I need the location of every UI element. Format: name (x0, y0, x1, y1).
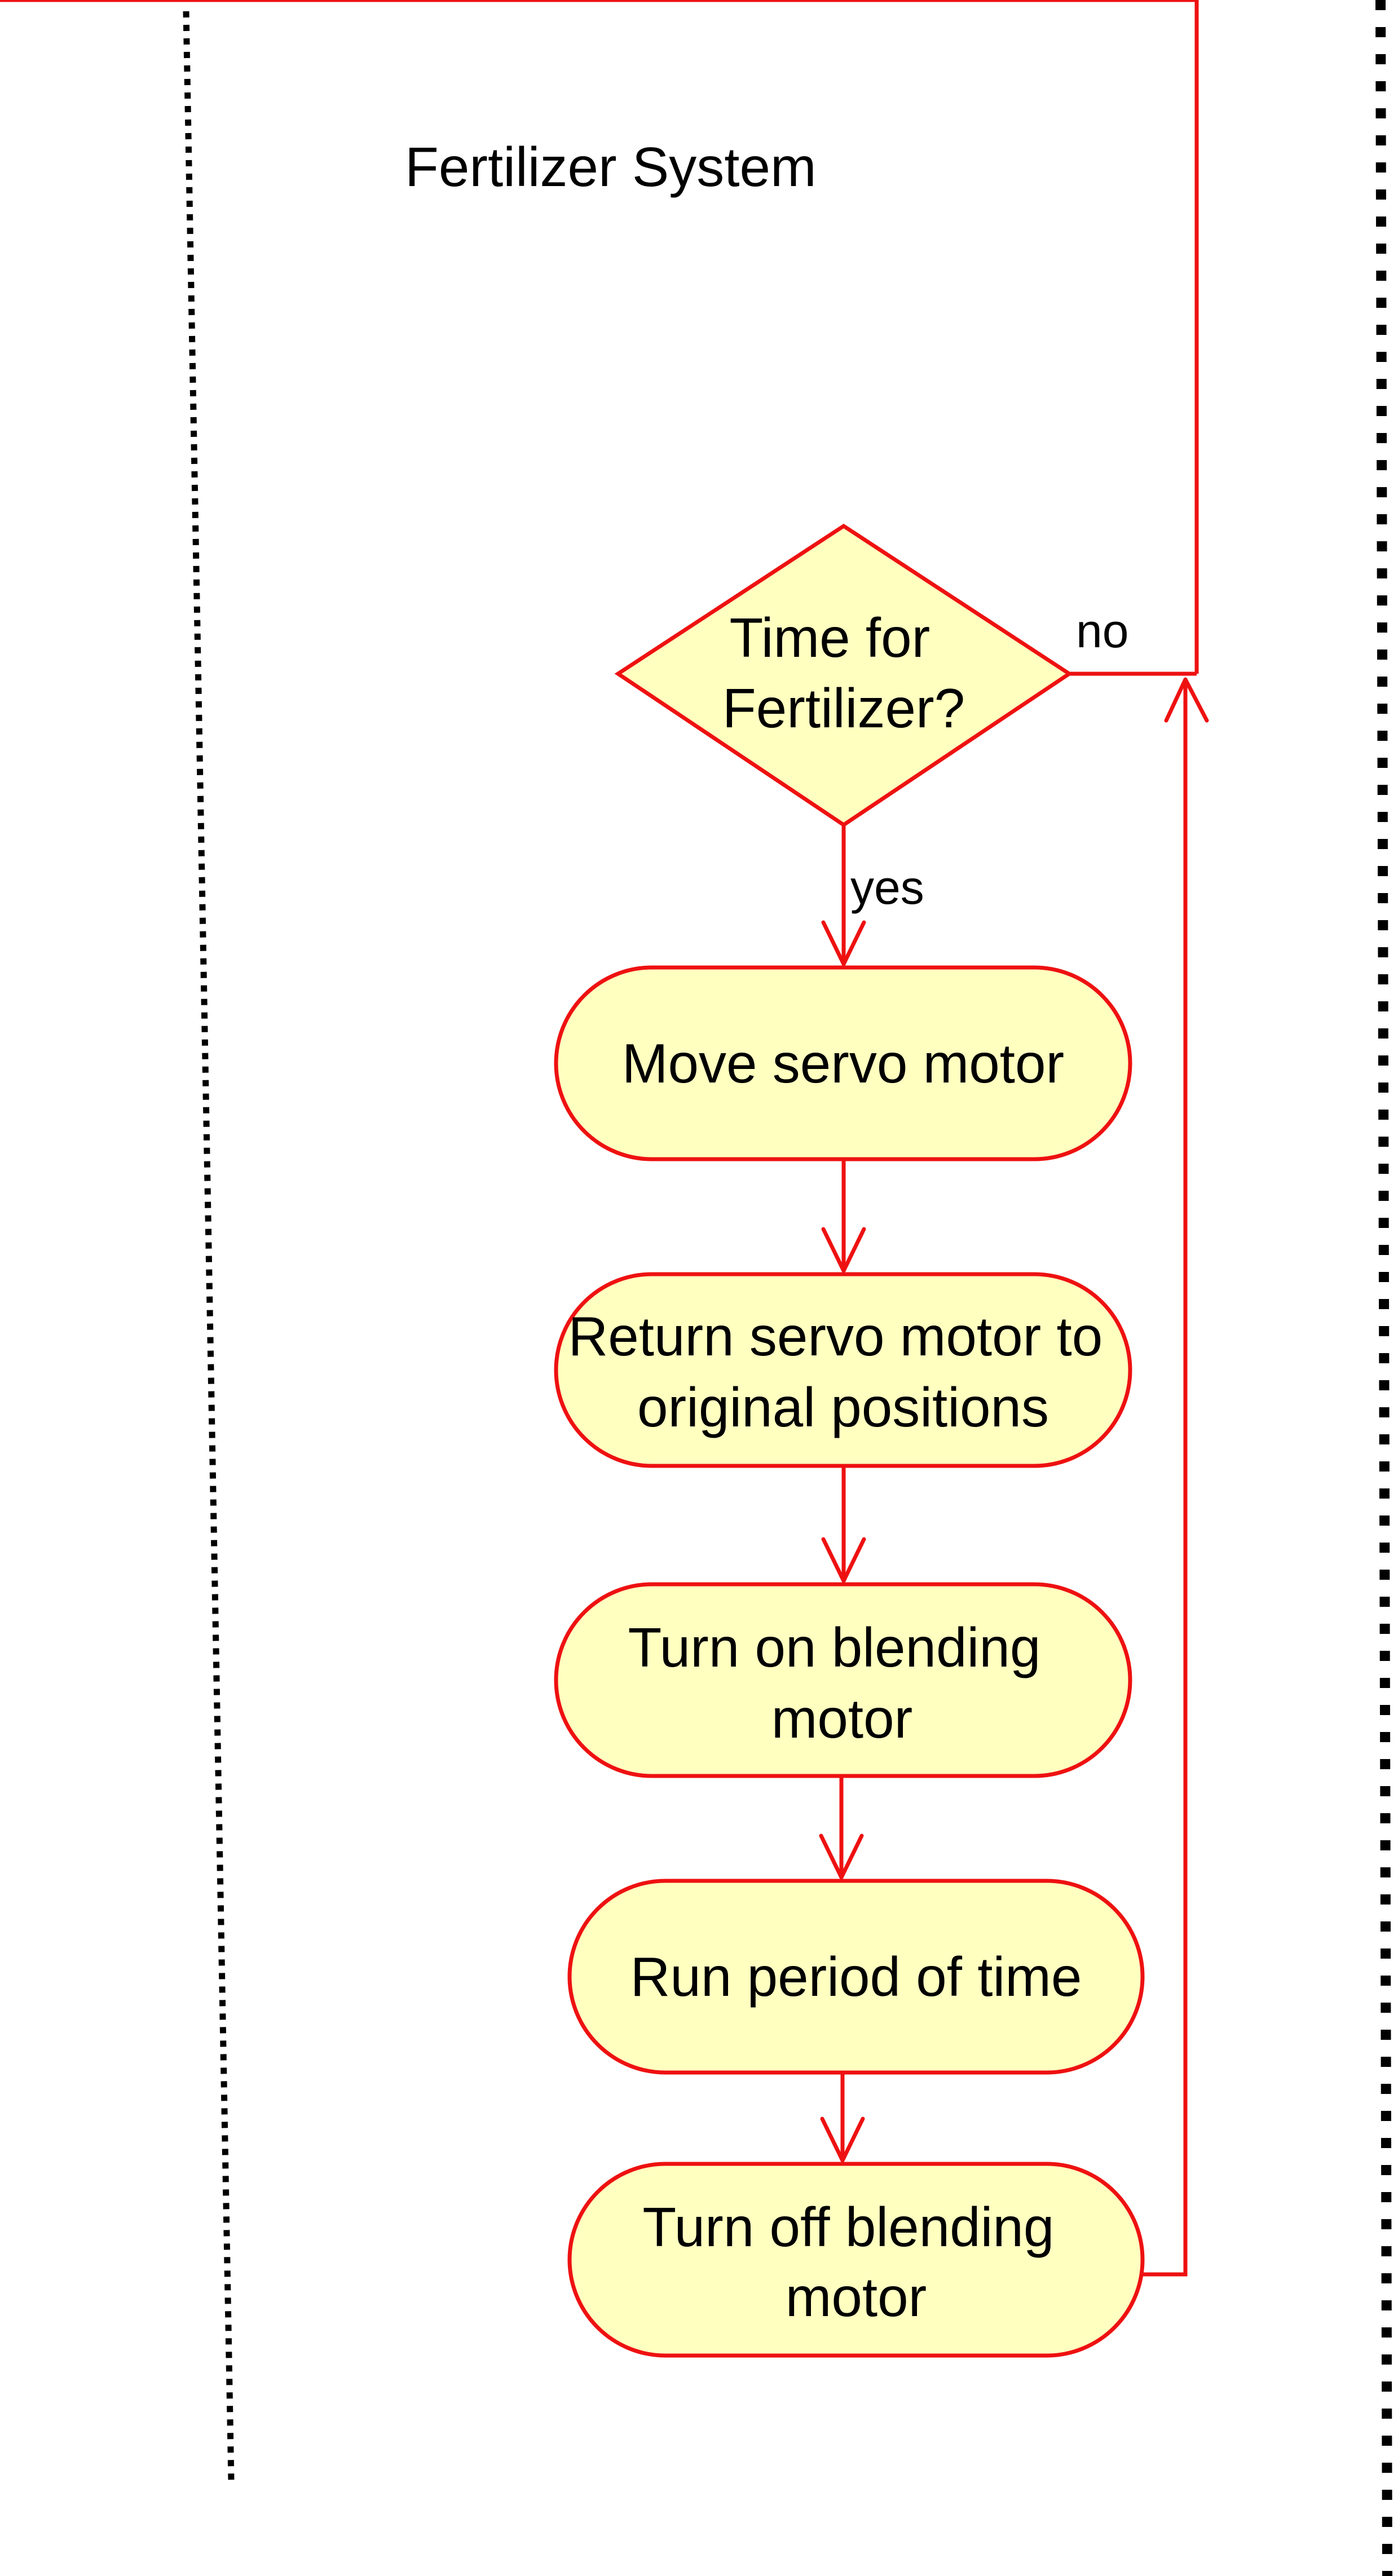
return-flow (1143, 679, 1188, 2277)
yes-branch-arrowhead (821, 920, 866, 966)
action-move-servo-text: Move servo motor (622, 1032, 1064, 1094)
no-branch-label: no (1076, 604, 1128, 657)
action-blend-off (567, 2162, 1145, 2358)
lane-title: Fertilizer System (405, 136, 817, 198)
action-blend-on-line-2: motor (771, 1687, 913, 1749)
action-run-time-text: Run period of time (630, 1946, 1082, 2008)
action-run-time (567, 1879, 1145, 2075)
action-blend-off-line-2: motor (786, 2266, 927, 2328)
fertilizer-decision-text: Time for Fertilizer? (722, 607, 965, 739)
action-return-servo-text: Return servo motor to original positions (568, 1305, 1118, 1438)
action-return-servo-line-2: original positions (637, 1376, 1049, 1438)
flow-move-to-return-arrowhead (821, 1227, 866, 1273)
flow-blend-on-to-run-arrowhead (819, 1833, 864, 1880)
action-move-servo-line-1: Move servo motor (622, 1032, 1064, 1094)
return-flow-arrowhead (1164, 677, 1209, 723)
action-blend-off-line-1: Turn off blending (642, 2196, 1054, 2258)
flow-return-to-blend-on-arrowhead (821, 1537, 866, 1583)
action-blend-on-text: Turn on blending motor (628, 1616, 1056, 1749)
action-run-time-line-1: Run period of time (630, 1946, 1082, 2008)
fertilizer-decision-line-2: Fertilizer? (722, 677, 965, 739)
fertilizer-decision (614, 523, 1073, 828)
action-return-servo-line-1: Return servo motor to (568, 1305, 1103, 1367)
swimlane-divider-right (1375, 0, 1392, 2576)
yes-branch-label: yes (850, 861, 924, 914)
loop-back-flow (0, 0, 1199, 674)
flow-run-to-blend-off-arrowhead (820, 2117, 865, 2163)
action-blend-on-line-1: Turn on blending (628, 1616, 1040, 1678)
action-blend-off-text: Turn off blending motor (642, 2196, 1069, 2328)
swimlane-divider-left (183, 11, 235, 2481)
fertilizer-decision-line-1: Time for (730, 607, 930, 669)
